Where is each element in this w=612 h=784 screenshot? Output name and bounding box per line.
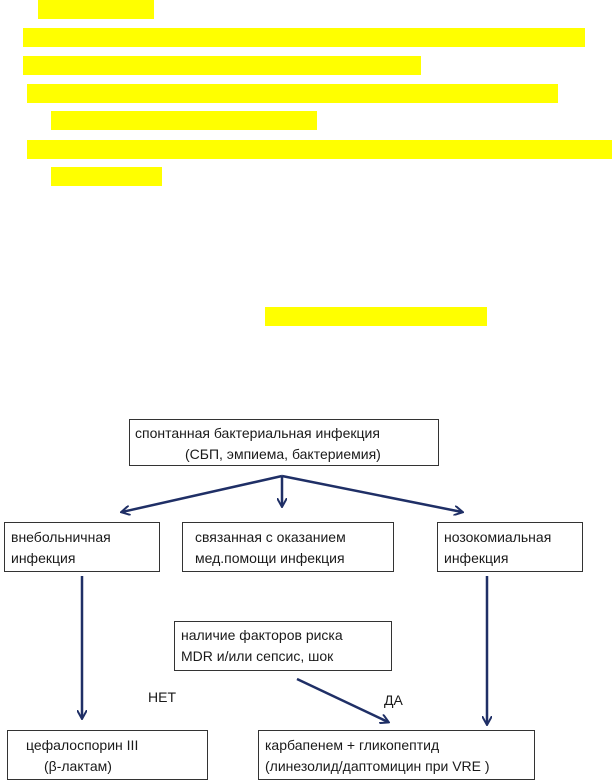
healthcare-line2: мед.помощи инфекция [195, 550, 345, 566]
redacted-text-bar [23, 28, 585, 47]
redacted-text-bar [38, 0, 154, 19]
community-line1: внебольничная [11, 529, 111, 545]
redacted-text-bar [265, 307, 487, 326]
community-infection-box: внебольничная инфекция [4, 522, 160, 572]
carbapenem-line2: (линезолид/даптомицин при VRE ) [265, 758, 490, 774]
redacted-text-bar [51, 111, 317, 130]
root-line2: (СБП, эмпиема, бактериемия) [185, 446, 381, 462]
redacted-text-bar [23, 56, 421, 75]
root-line1: спонтанная бактериальная инфекция [135, 425, 380, 441]
root-infection-box: спонтанная бактериальная инфекция (СБП, … [129, 419, 439, 466]
cephalosporin-line1: цефалоспорин III [26, 737, 139, 753]
redacted-text-bar [51, 167, 162, 186]
no-label: НЕТ [148, 689, 176, 705]
risk-factors-box: наличие факторов риска MDR и/или сепсис,… [174, 621, 392, 671]
yes-label: ДА [384, 692, 403, 708]
cephalosporin-line2: (β-лактам) [44, 758, 112, 774]
nosocomial-line1: нозокомиальная [444, 529, 552, 545]
carbapenem-box: карбапенем + гликопептид (линезолид/дапт… [258, 730, 535, 780]
nosocomial-line2: инфекция [444, 550, 509, 566]
risk-line2: MDR и/или сепсис, шок [181, 648, 334, 664]
redacted-text-bar [27, 84, 558, 103]
arrow-root-to-nosocomial [281, 474, 462, 512]
healthcare-infection-box: связанная с оказанием мед.помощи инфекци… [182, 522, 394, 572]
carbapenem-line1: карбапенем + гликопептид [265, 737, 440, 753]
arrow-root-to-community [122, 474, 283, 512]
nosocomial-infection-box: нозокомиальная инфекция [437, 522, 583, 572]
arrow-risk-to-carbapenem [296, 677, 388, 722]
redacted-text-bar [27, 140, 612, 159]
cephalosporin-box: цефалоспорин III (β-лактам) [7, 730, 208, 780]
healthcare-line1: связанная с оказанием [195, 529, 346, 545]
risk-line1: наличие факторов риска [181, 627, 343, 643]
community-line2: инфекция [11, 550, 76, 566]
